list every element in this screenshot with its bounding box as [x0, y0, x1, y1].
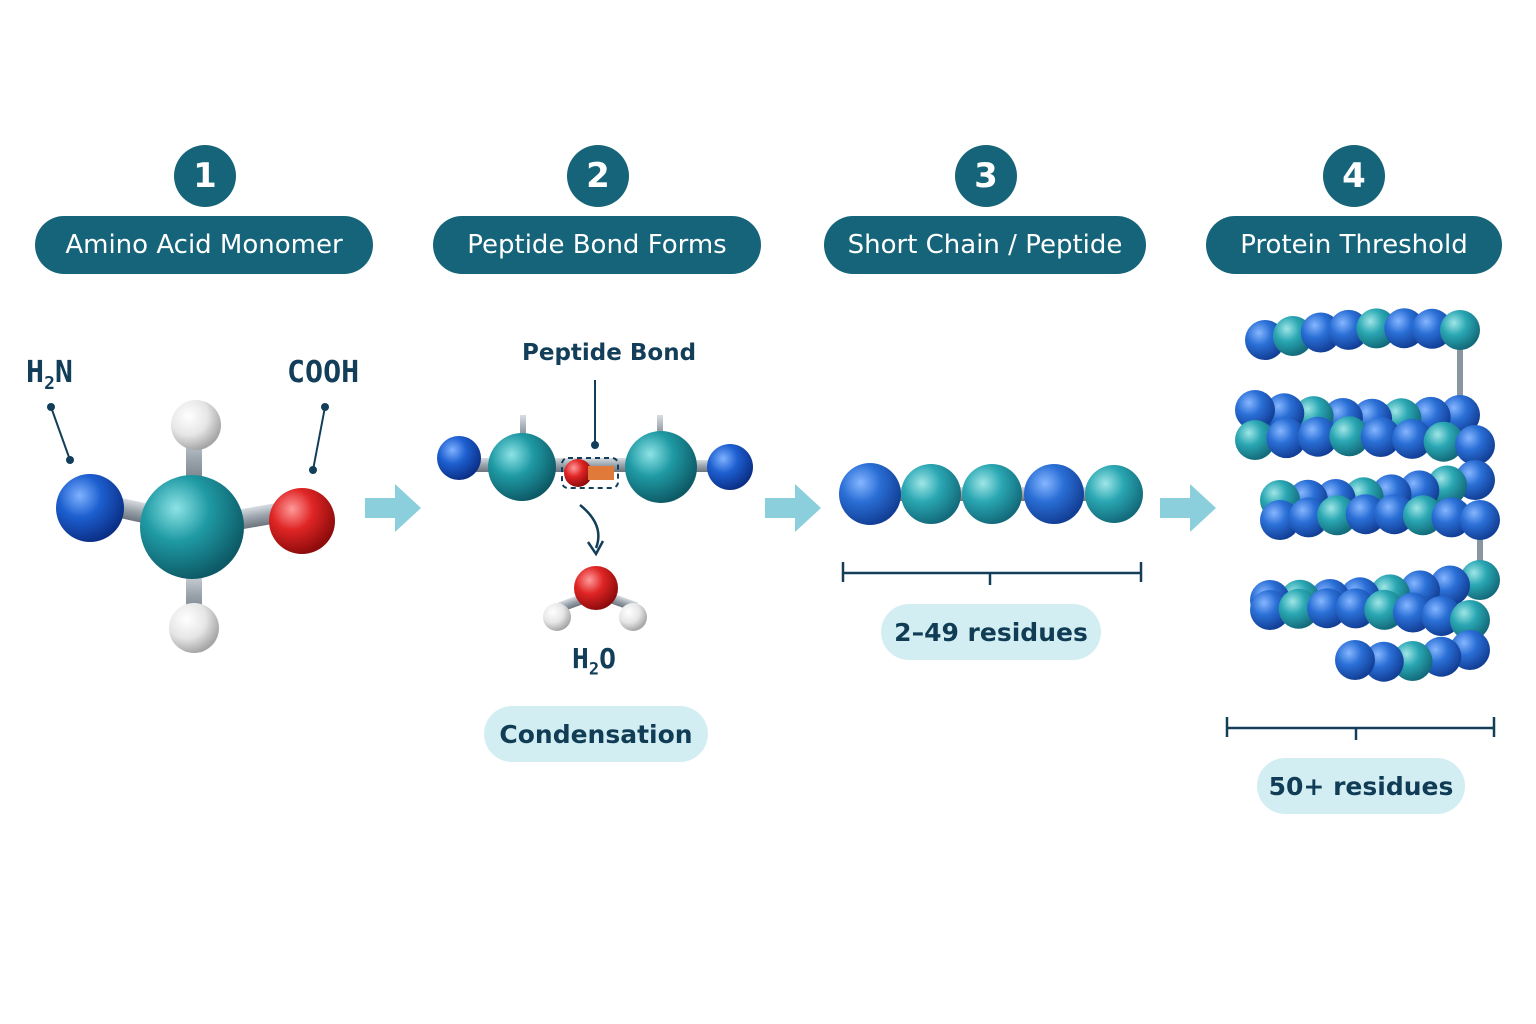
- step-4-number: 4: [1323, 145, 1385, 207]
- carbon-atom: [625, 431, 697, 503]
- residue-bead: [1335, 640, 1375, 680]
- residue-bead: [1384, 308, 1425, 349]
- residue-bead: [1260, 500, 1300, 540]
- oxygen-atom: [574, 566, 618, 610]
- hydrogen-atom-bottom: [169, 603, 219, 653]
- residue-bead: [1250, 590, 1290, 630]
- protein-length-bracket: [1225, 717, 1496, 740]
- peptide-bond-highlight: [561, 457, 619, 489]
- arrow-icon: [365, 484, 421, 532]
- residue-bead: [1460, 500, 1500, 540]
- alpha-carbon-atom: [140, 475, 244, 579]
- water-label: H2O: [572, 642, 616, 680]
- protein-helix: [1235, 308, 1500, 682]
- step-3-number: 3: [955, 145, 1017, 207]
- hydrogen-atom-top: [171, 400, 221, 450]
- residue-bead: [962, 464, 1022, 524]
- nitrogen-atom: [437, 436, 481, 480]
- nitrogen-atom: [707, 444, 753, 490]
- arrow-icon: [765, 484, 821, 532]
- step-1-number: 1: [174, 145, 236, 207]
- residue-bead: [1335, 588, 1376, 629]
- dipeptide-molecule: [437, 380, 753, 557]
- residue-bead: [1345, 494, 1386, 535]
- carboxyl-group-label: COOH: [287, 355, 360, 390]
- residue-bead: [1440, 310, 1480, 350]
- arrow-icon: [1160, 484, 1216, 532]
- residue-bead: [1317, 495, 1358, 536]
- residue-bead: [1402, 495, 1443, 536]
- residue-bead: [1430, 565, 1470, 606]
- residue-bead: [1423, 421, 1464, 462]
- residue-bead: [839, 463, 901, 525]
- peptide-chain: [839, 463, 1143, 525]
- step-3-title: Short Chain / Peptide: [824, 216, 1146, 274]
- condensation-badge: Condensation: [484, 706, 708, 762]
- oxygen-atom: [564, 459, 592, 487]
- residue-bead: [1431, 497, 1472, 538]
- residue-bead: [1307, 588, 1348, 629]
- hydrogen-atom: [543, 603, 571, 631]
- peptide-bond-callout: Peptide Bond: [522, 340, 697, 366]
- nitrogen-atom: [56, 474, 124, 542]
- step-1-title: Amino Acid Monomer: [35, 216, 373, 274]
- residue-bead: [1392, 641, 1433, 681]
- step-2-title: Peptide Bond Forms: [433, 216, 761, 274]
- peptide-length-bracket: [841, 562, 1143, 585]
- residue-bead: [1288, 497, 1329, 538]
- residue-bead: [1024, 464, 1084, 524]
- residue-bead: [901, 464, 961, 524]
- amino-acid-molecule: [47, 400, 335, 653]
- residue-bead: [1360, 417, 1401, 457]
- residue-bead: [1450, 600, 1490, 640]
- oxygen-atom: [269, 488, 335, 554]
- step-2-number: 2: [567, 145, 629, 207]
- residue-bead: [1266, 418, 1307, 459]
- residue-bead: [1085, 465, 1143, 523]
- peptide-length-badge: 2–49 residues: [881, 604, 1101, 660]
- residue-bead: [1278, 588, 1319, 629]
- residue-bead: [1364, 589, 1405, 630]
- residue-bead: [1297, 416, 1338, 457]
- step-4-title: Protein Threshold: [1206, 216, 1502, 274]
- residue-bead: [1363, 641, 1404, 682]
- protein-length-badge: 50+ residues: [1257, 758, 1465, 814]
- residue-bead: [1356, 308, 1397, 349]
- residue-bead: [1235, 420, 1275, 460]
- residue-bead: [1235, 390, 1275, 430]
- residue-bead: [1392, 418, 1433, 459]
- residue-bead: [1455, 425, 1495, 465]
- amine-group-label: H2N: [26, 355, 73, 394]
- hydrogen-atom: [619, 603, 647, 631]
- carbon-atom: [488, 433, 556, 501]
- residue-bead: [1329, 416, 1370, 457]
- residue-bead: [1374, 494, 1415, 535]
- residue-bead: [1460, 560, 1500, 600]
- water-molecule: [543, 566, 647, 631]
